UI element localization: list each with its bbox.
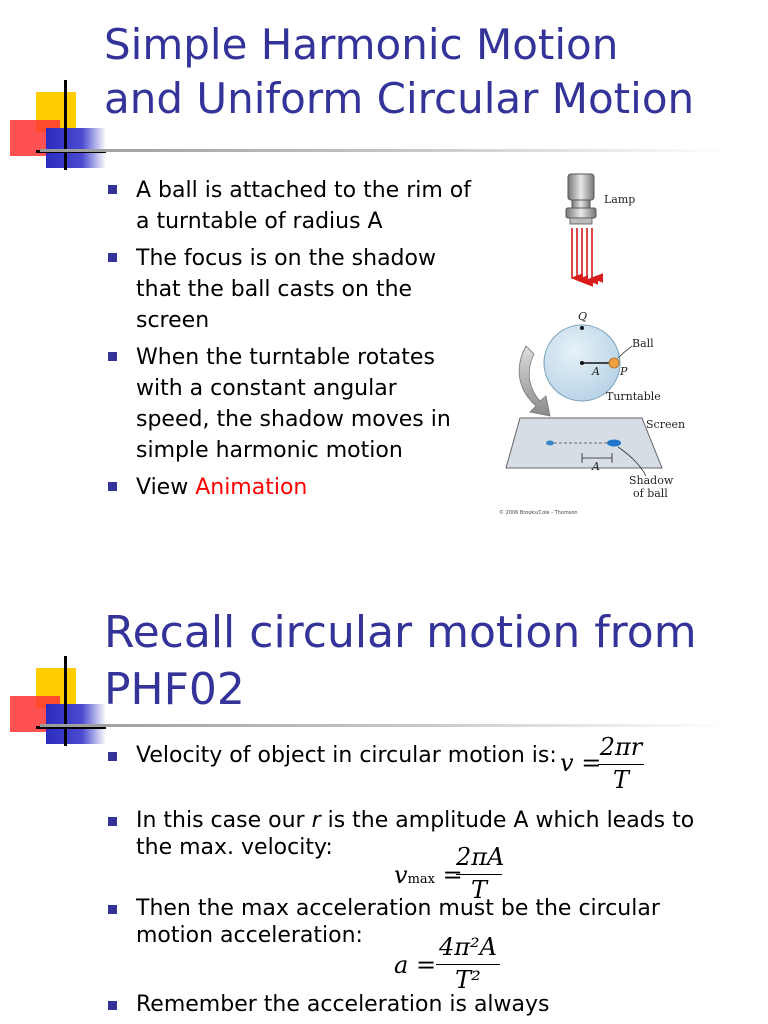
equation-max-velocity: vmax = 2πA T (394, 842, 514, 906)
equation-max-acceleration: a = 4π²A T² (394, 932, 514, 996)
eq-fraction: 2πA T (456, 843, 505, 908)
turntable-label: Turntable (606, 390, 661, 403)
bullet-item: When the turntable rotates with a consta… (104, 342, 474, 466)
eq-lhs: vmax = (394, 862, 463, 893)
eq-equals: = (442, 861, 463, 889)
bullet-item: The focus is on the shadow that the ball… (104, 243, 474, 336)
equation-velocity: v = 2πr T (560, 732, 650, 796)
bullet-marker (108, 185, 117, 194)
deco-blue-square (46, 128, 106, 168)
title-underline (40, 724, 730, 727)
bullet-marker (108, 905, 117, 914)
bullet-marker (108, 817, 117, 826)
bullet-marker (108, 752, 117, 761)
bullet-item: Then the max acceleration must be the ci… (104, 895, 724, 949)
view-prefix: View (136, 475, 196, 500)
bullet-text: The focus is on the shadow that the ball… (136, 246, 436, 333)
slide-shm-ucm: Simple Harmonic Motion and Uniform Circu… (0, 18, 730, 516)
bullet-item: Velocity of object in circular motion is… (104, 742, 724, 769)
slide-recall-circular-motion: Recall circular motion from PHF02 Veloci… (0, 590, 768, 1024)
bullet-text: When the turntable rotates with a consta… (136, 345, 451, 463)
bullet-marker (108, 482, 117, 491)
light-rays (570, 228, 604, 287)
eq-fraction: 4π²A T² (436, 934, 500, 998)
title-decoration (0, 80, 110, 170)
eq-fraction-bar (436, 964, 500, 965)
animation-link[interactable]: Animation (195, 475, 308, 500)
bullet-text-post: is the amplitude A which leads to the ma… (136, 808, 695, 860)
disc-center (580, 361, 584, 365)
eq-lhs-var: v (394, 861, 408, 889)
deco-vertical-line (64, 656, 67, 746)
bullet-item: In this case our r is the amplitude A wh… (104, 807, 724, 861)
shadow-left-extreme (546, 440, 554, 446)
eq-numerator: 2πA (456, 843, 505, 871)
eq-lhs: v = (560, 749, 602, 777)
turntable-figure: Lamp Q A P Ball Turntable Screen (499, 173, 685, 516)
eq-fraction-bar (598, 764, 644, 765)
eq-denominator: T (612, 766, 629, 794)
eq-denominator: T (470, 876, 487, 904)
slide-title: Simple Harmonic Motion and Uniform Circu… (104, 18, 694, 126)
shadow-label-1: Shadow (629, 474, 674, 487)
eq-denominator: T² (455, 966, 481, 994)
rotation-arrow-icon (518, 345, 551, 417)
bullet-item: Remember the acceleration is always (104, 991, 724, 1018)
title-line-1: Simple Harmonic Motion (104, 20, 619, 69)
deco-vertical-line (64, 80, 67, 170)
eq-lhs: a = (394, 951, 437, 979)
ball-label: Ball (632, 337, 654, 350)
eq-fraction: 2πr T (598, 734, 644, 798)
eq-numerator: 2πr (599, 733, 643, 761)
title-decoration (0, 656, 110, 746)
point-q (580, 326, 584, 330)
bullet-text-var: r (311, 808, 321, 833)
label-p: P (619, 365, 628, 378)
figure-copyright: © 2006 Brooks/Cole - Thomson (499, 509, 578, 516)
eq-fraction-bar (456, 874, 502, 875)
bullet-text: Remember the acceleration is always (136, 992, 550, 1017)
title-line-2: PHF02 (104, 664, 245, 715)
bullet-text-pre: In this case our (136, 808, 312, 833)
screen-label: Screen (646, 418, 685, 431)
bullet-marker (108, 1001, 117, 1010)
eq-numerator: 4π²A (439, 933, 497, 961)
bullet-marker (108, 352, 117, 361)
ball (608, 357, 620, 369)
bullet-list: A ball is attached to the rim of a turnt… (104, 175, 474, 509)
title-line-2: and Uniform Circular Motion (104, 74, 695, 123)
label-q: Q (578, 310, 587, 323)
shadow-label-2: of ball (633, 487, 668, 500)
deco-horizontal-line (36, 726, 106, 729)
lamp-label: Lamp (604, 193, 635, 206)
slide-title: Recall circular motion from PHF02 (104, 604, 697, 718)
eq-lhs-sub: max (407, 872, 435, 887)
shadow-of-ball (607, 439, 621, 447)
bullet-item: View Animation (104, 472, 474, 503)
label-a: A (591, 365, 600, 378)
bullet-text: A ball is attached to the rim of a turnt… (136, 178, 471, 234)
bullet-list: Velocity of object in circular motion is… (104, 742, 724, 1018)
ball-pointer (617, 345, 633, 359)
bullet-text: Then the max acceleration must be the ci… (136, 896, 660, 948)
bullet-marker (108, 253, 117, 262)
title-line-1: Recall circular motion from (104, 607, 697, 658)
title-underline (40, 149, 730, 152)
bullet-item: A ball is attached to the rim of a turnt… (104, 175, 474, 237)
lamp-icon (565, 173, 597, 225)
label-a2: A (591, 460, 600, 473)
bullet-text: Velocity of object in circular motion is… (136, 743, 557, 768)
shadow-pointer (617, 446, 647, 477)
